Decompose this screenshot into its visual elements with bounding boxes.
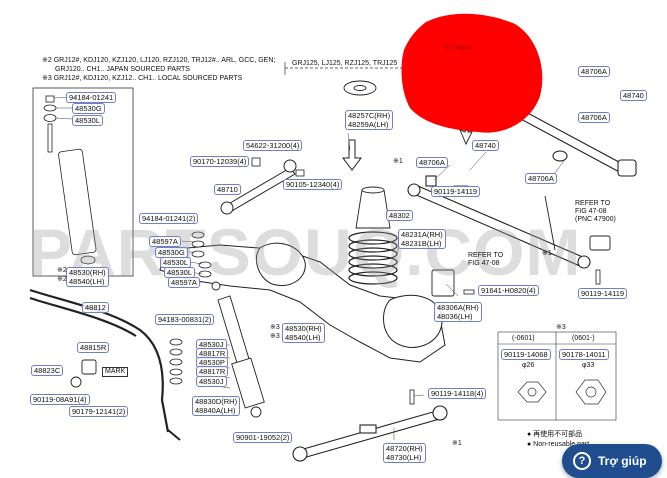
footnote-mark: ※2	[57, 276, 67, 283]
refer-label[interactable]: REFER TO FIG 47-08 (PNC 47900)	[575, 200, 616, 223]
part-label[interactable]: 94183-00831(2)	[155, 314, 215, 325]
table-col1-dim: φ26	[522, 362, 535, 369]
footnote-mark: ※2	[57, 267, 67, 274]
part-label[interactable]: 48706A	[525, 173, 557, 184]
part-label[interactable]: 90119-14119	[431, 186, 481, 197]
part-label[interactable]: 94184-01241(2)	[139, 213, 199, 224]
arrow-down-icon	[342, 139, 362, 171]
part-label[interactable]: 90119-14119	[578, 288, 628, 299]
part-label[interactable]: 48597A	[168, 277, 200, 288]
note-line-2: GRJ120.. CH1.. JAPAN SOURCED PARTS	[55, 66, 190, 73]
part-label[interactable]: 90119-08A91(4)	[30, 394, 90, 405]
part-label[interactable]: 48257C(RH) 48259A(LH)	[345, 110, 394, 130]
inset-table	[497, 331, 617, 421]
part-label[interactable]: 54622-31200(4)	[243, 140, 303, 151]
refer-label[interactable]: REFER TO FIG 47-08	[468, 252, 504, 267]
lower-control-arm	[292, 405, 448, 462]
bracket	[431, 195, 611, 297]
bump-stop	[355, 186, 391, 229]
note-top-right: GRJ125, LJ125, RZJ125, TRJ125	[292, 60, 398, 67]
part-label[interactable]: 48597A	[149, 236, 181, 247]
footnote-mark: ※1	[542, 250, 552, 257]
part-label[interactable]: 48530L	[72, 115, 104, 126]
help-button-label: Trợ giúp	[598, 454, 647, 468]
rear-axle	[159, 242, 446, 363]
part-label[interactable]: 48530(RH) 48540(LH)	[66, 267, 109, 287]
part-label[interactable]: 48710	[214, 184, 241, 195]
note-top-right-small: ※1 48#8	[444, 45, 472, 52]
table-col2-dim: φ33	[582, 362, 595, 369]
part-label[interactable]: 90170-12039(4)	[190, 156, 250, 167]
part-label[interactable]: 91641-H0820(4)	[478, 285, 539, 296]
part-label[interactable]: 90179-12141(2)	[69, 406, 129, 417]
part-label[interactable]: 48815R	[77, 342, 110, 353]
shock-absorber	[211, 281, 265, 418]
table-col1-head: (-0601)	[512, 335, 535, 342]
spring-seat	[343, 80, 377, 96]
question-icon: ?	[573, 452, 591, 470]
coil-spring	[348, 231, 398, 285]
part-label[interactable]: 48306A(RH) 48036(LH)	[434, 302, 482, 322]
part-label[interactable]: 48830D(RH) 48840A(LH)	[192, 396, 241, 416]
footnote-mark: ※1	[452, 440, 462, 447]
legend-line-2: ● Non-reusable part	[527, 441, 590, 448]
note-line-3: ※3 GRJ12#, KDJ120, KZJ12.. CH1.. LOCAL S…	[42, 75, 243, 82]
shock-bushings	[169, 231, 212, 385]
part-label[interactable]: 48530J	[196, 376, 227, 387]
part-label[interactable]: 90105-12340(4)	[283, 179, 343, 190]
footnote-mark: ※1	[393, 158, 403, 165]
part-label[interactable]: 90119-14118(4)	[428, 388, 487, 399]
part-label[interactable]: 90119-14068	[501, 349, 551, 360]
part-label[interactable]: 48231A(RH) 48231B(LH)	[398, 229, 446, 249]
help-button[interactable]: ? Trợ giúp	[562, 444, 662, 478]
part-label[interactable]: 48823C	[31, 365, 64, 376]
part-label[interactable]: 48812	[82, 302, 109, 313]
highlight-marker	[401, 13, 543, 133]
part-label[interactable]: 48720(RH) 48730(LH)	[383, 443, 426, 463]
nut-icon	[517, 379, 607, 405]
footnote-mark: ※3	[270, 324, 280, 331]
note-line-1: ※2 GRJ12#, KDJ120, KZJ120, LJ120, RZJ120…	[42, 57, 276, 64]
table-col2-head: (0601-)	[572, 335, 595, 342]
stabilizer-bar	[29, 288, 170, 433]
footnote-mark: ※3	[556, 324, 566, 331]
part-label[interactable]: 48740	[472, 140, 499, 151]
part-label[interactable]: 48530G	[72, 103, 105, 114]
legend-line-1: ● 再使用不可部品	[527, 431, 583, 438]
part-label[interactable]: 48302	[386, 210, 413, 221]
part-label[interactable]: 48706A	[416, 157, 448, 168]
shock-absorber-inset	[43, 95, 97, 265]
lateral-rod	[220, 159, 297, 215]
part-label[interactable]: 94184-01241	[66, 92, 117, 103]
footnote-mark: ※3	[270, 333, 280, 340]
part-label[interactable]: 90178-14011	[559, 349, 609, 360]
part-label[interactable]: 48706A	[578, 66, 610, 77]
part-label[interactable]: 90901-19052(2)	[233, 432, 293, 443]
part-label[interactable]: 48530(RH) 48540(LH)	[282, 323, 325, 343]
part-label[interactable]: 48740	[620, 90, 647, 101]
part-label[interactable]: 48706A	[578, 112, 610, 123]
mark-label: MARK	[102, 367, 129, 377]
stabilizer-link	[70, 359, 181, 441]
